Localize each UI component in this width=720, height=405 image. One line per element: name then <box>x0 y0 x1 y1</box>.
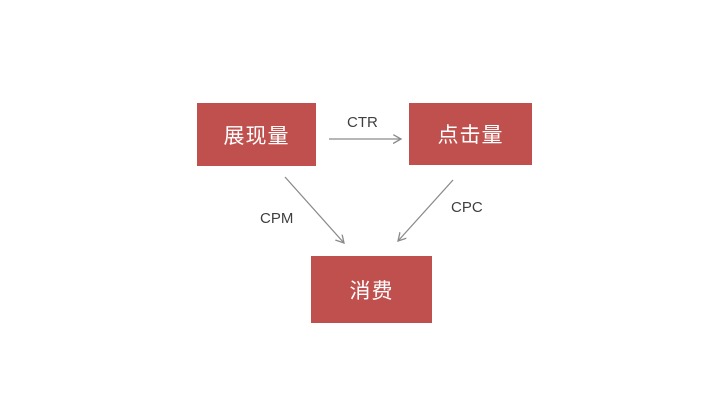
node-spend: 消费 <box>311 256 432 323</box>
node-clicks: 点击量 <box>409 103 532 165</box>
node-spend-label: 消费 <box>349 279 394 303</box>
edge-label-ctr: CTR <box>347 114 378 131</box>
edge-label-cpc: CPC <box>451 199 483 216</box>
edge-label-cpm: CPM <box>260 210 294 227</box>
node-impressions-label: 展现量 <box>223 124 290 148</box>
node-impressions: 展现量 <box>197 103 316 166</box>
arrow-cpm <box>284 176 344 243</box>
arrow-cpc <box>398 179 454 241</box>
node-clicks-label: 点击量 <box>437 124 504 147</box>
